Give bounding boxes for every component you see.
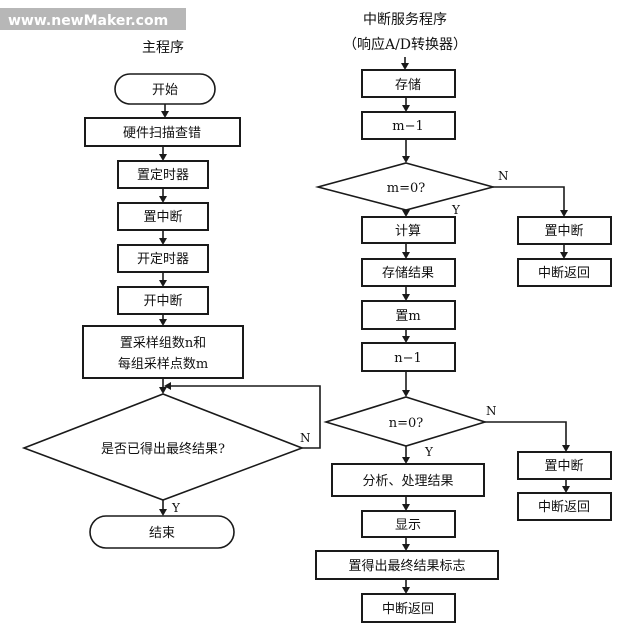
isr-store-label: 存储 [395,78,421,93]
isr-return-final-label: 中断返回 [382,602,434,617]
main-step-set-params-line1: 置采样组数n和 [120,336,206,351]
isr-analyze: 分析、处理结果 [331,463,485,497]
isr-m-branch-return: 中断返回 [517,258,612,287]
main-start-label: 开始 [152,83,178,98]
main-step-open-interrupt: 开中断 [117,286,209,315]
isr-set-m-label: 置m [395,309,420,324]
main-step-open-timer: 开定时器 [117,244,209,273]
isr-n-branch-return-label: 中断返回 [538,500,590,515]
main-decision: 是否已得出最终结果? [21,393,305,501]
isr-store: 存储 [361,69,456,98]
isr-m-branch-return-label: 中断返回 [538,266,590,281]
isr-m-branch-set-interrupt: 置中断 [517,216,612,245]
main-end-label: 结束 [149,526,175,541]
isr-store-result-label: 存储结果 [382,266,434,281]
watermark-background [0,8,186,30]
main-step-scan-label: 硬件扫描查错 [123,126,201,141]
isr-check-n-no-label: N [486,404,497,418]
isr-dec-m: m−1 [361,111,456,140]
isr-m-branch-set-interrupt-label: 置中断 [544,224,583,239]
main-step-set-timer: 置定时器 [117,160,209,189]
isr-dec-m-label: m−1 [392,119,424,134]
main-step-open-interrupt-label: 开中断 [143,294,182,309]
main-end-node: 结束 [89,515,235,549]
isr-check-m-label: m=0? [387,181,425,196]
isr-dec-n: n−1 [361,342,456,372]
isr-check-m-no-label: N [498,169,509,183]
main-decision-no-label: N [300,431,311,445]
isr-set-m: 置m [361,300,456,330]
main-step-set-params-line2: 每组采样点数m [118,356,208,372]
isr-display-label: 显示 [395,518,421,533]
isr-n-branch-set-interrupt-label: 置中断 [544,459,583,474]
isr-n-branch-set-interrupt: 置中断 [517,451,612,480]
isr-analyze-label: 分析、处理结果 [362,474,453,489]
main-step-set-interrupt: 置中断 [117,202,209,231]
isr-subheading: （响应A/D转换器） [343,36,467,53]
isr-n-branch-return: 中断返回 [517,492,612,521]
main-start-node: 开始 [114,73,216,105]
main-step-set-interrupt-label: 置中断 [143,210,182,225]
main-decision-yes-label: Y [171,501,181,515]
main-step-set-params: 置采样组数n和 每组采样点数m [82,325,244,379]
isr-check-m: m=0? [314,162,497,211]
isr-set-flag-label: 置得出最终结果标志 [348,558,465,574]
isr-store-result: 存储结果 [361,258,456,287]
isr-dec-n-label: n−1 [394,351,422,366]
isr-compute-label: 计算 [395,224,421,239]
main-step-open-timer-label: 开定时器 [137,252,189,267]
isr-set-flag: 置得出最终结果标志 [315,550,499,580]
watermark: www.newMaker.com [0,8,186,30]
main-step-scan: 硬件扫描查错 [84,117,241,147]
isr-edges [401,57,570,594]
watermark-text: www.newMaker.com [8,13,168,29]
isr-display: 显示 [361,510,456,538]
isr-check-n: n=0? [323,396,488,447]
main-edges [159,104,321,516]
isr-return-final: 中断返回 [361,593,456,623]
main-decision-label: 是否已得出最终结果? [101,441,225,457]
isr-heading: 中断服务程序 [363,12,447,28]
isr-check-n-label: n=0? [389,416,424,431]
isr-compute: 计算 [361,216,456,244]
main-heading: 主程序 [142,40,184,56]
isr-check-n-yes-label: Y [424,445,434,459]
isr-check-m-yes-label: Y [451,203,461,217]
main-step-set-timer-label: 置定时器 [137,168,189,183]
